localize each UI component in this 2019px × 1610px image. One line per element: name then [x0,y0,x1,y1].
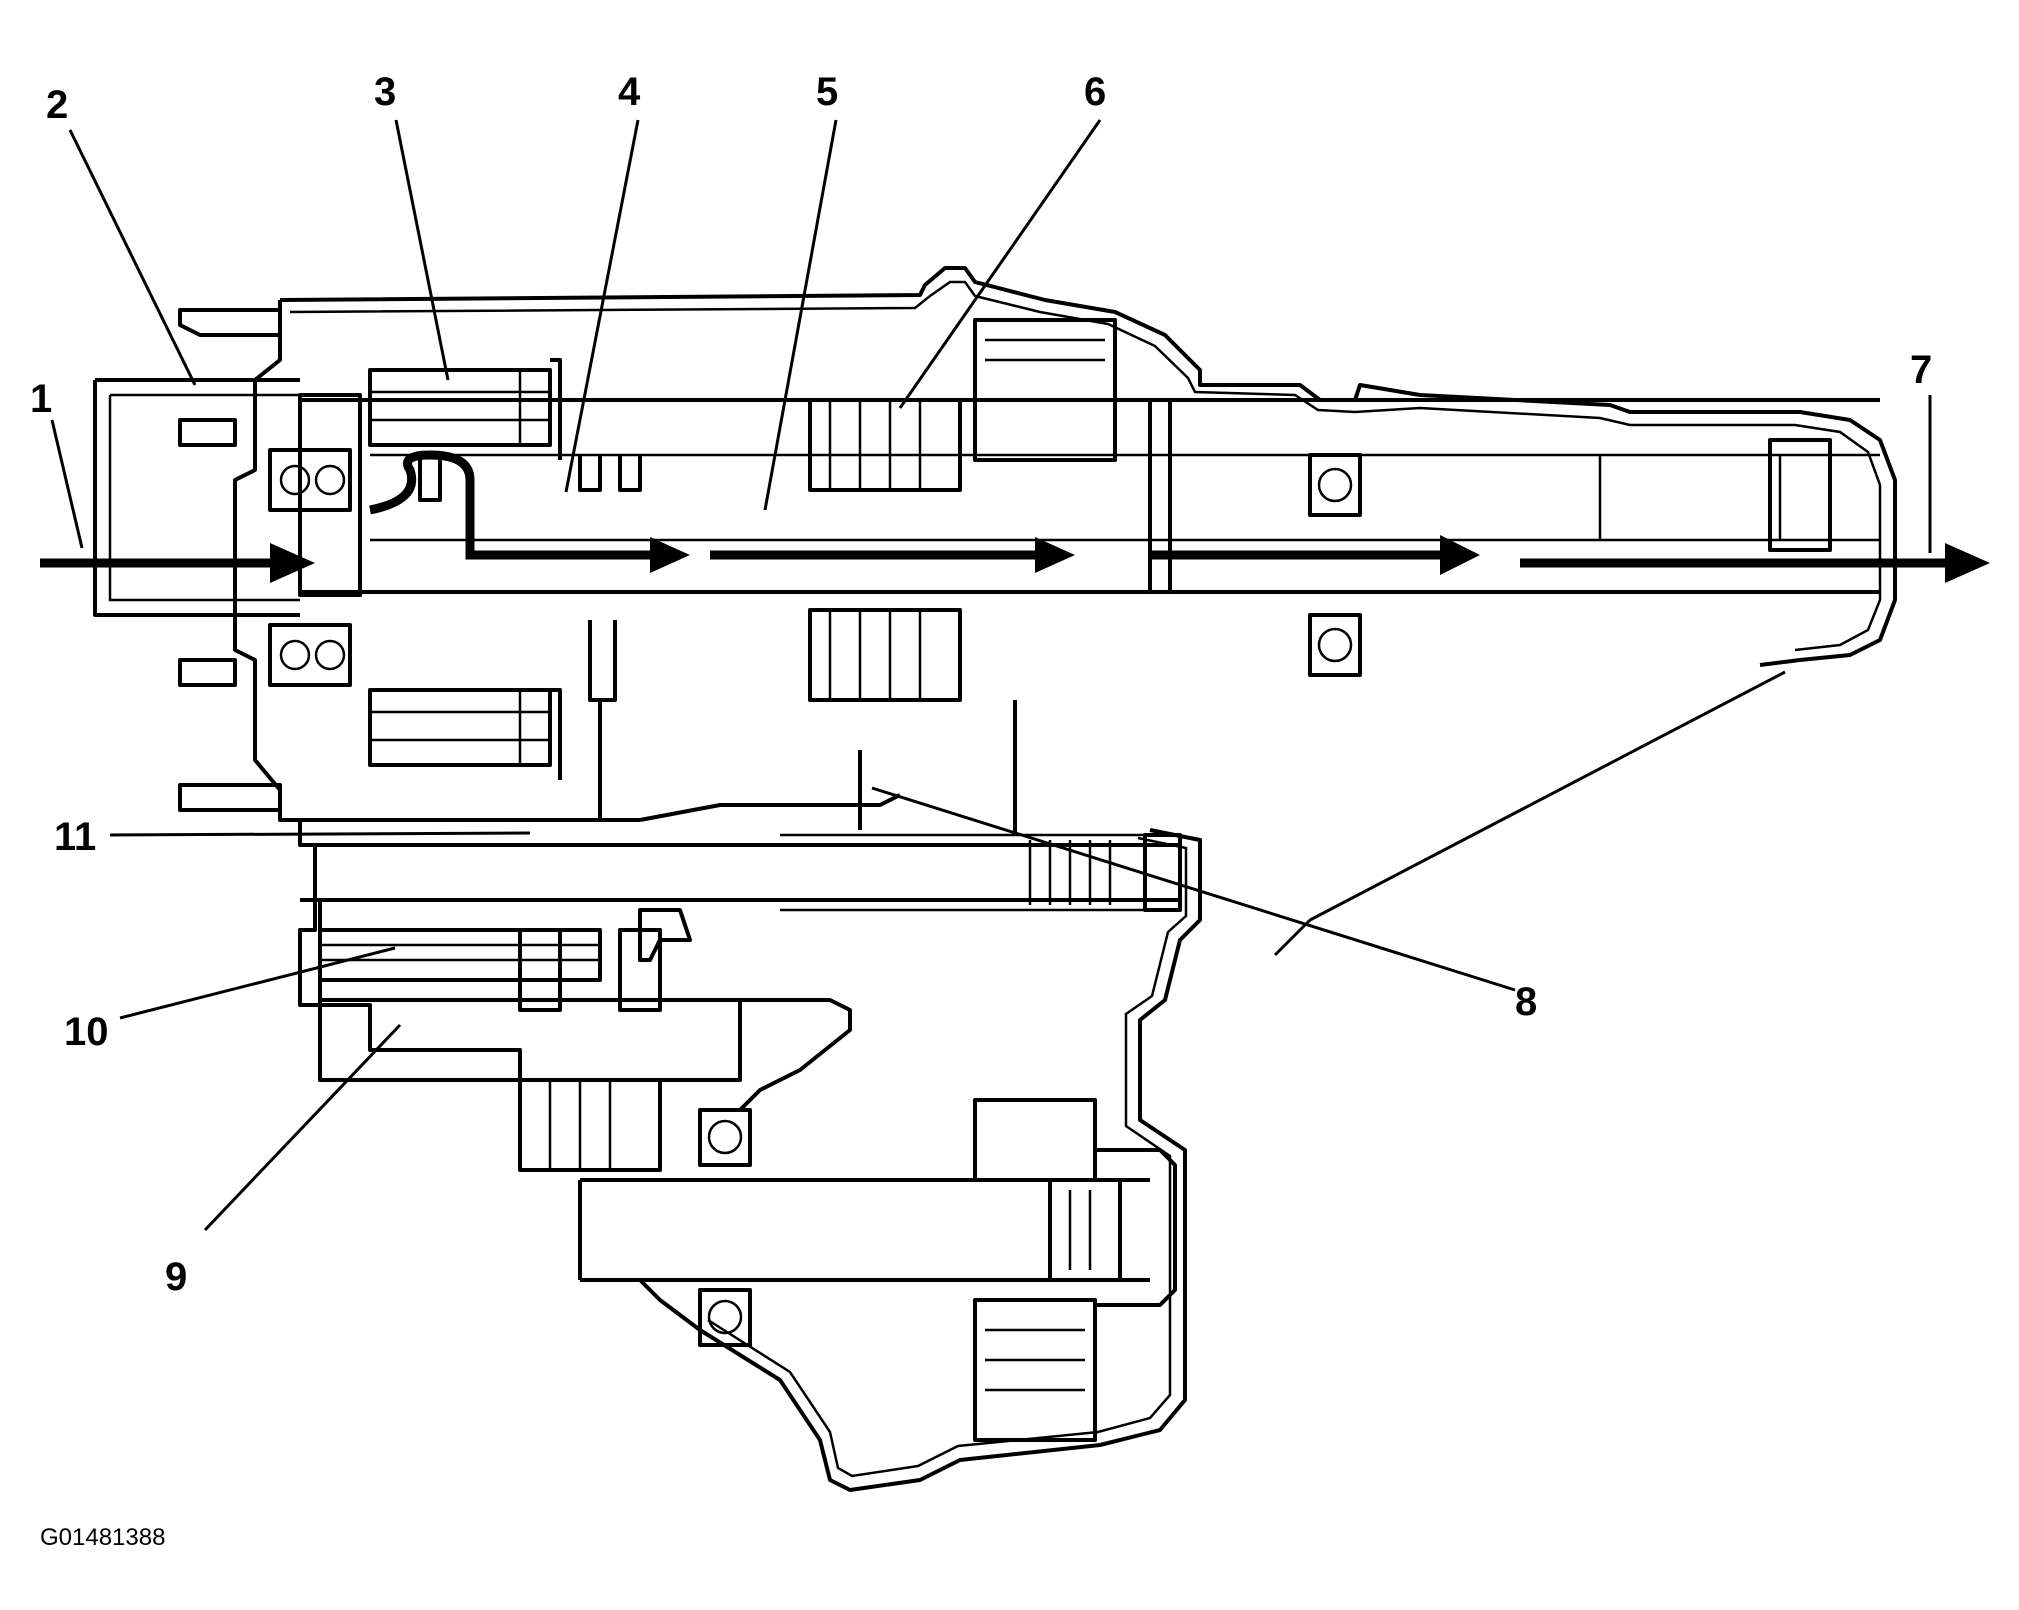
figure-id: G01481388 [40,1524,165,1551]
flow-arrow-input [270,543,315,583]
callout-8: 8 [1515,980,1537,1024]
flow-arrow-mid-1 [650,537,690,573]
callout-5: 5 [816,70,838,114]
flow-arrow-mid-2 [1035,537,1075,573]
range-shift-collar [418,455,642,820]
drive-chain [300,833,1182,912]
callout-2: 2 [46,83,68,127]
clutch-pack [808,318,1117,702]
callout-1: 1 [30,377,52,421]
callout-9: 9 [165,1255,187,1299]
oil-pump [318,928,662,1012]
flow-arrow-mid-3 [1440,535,1480,575]
bearing-output-upper [1308,453,1362,517]
callout-labels: 1 2 3 4 5 6 7 8 9 10 11 [30,70,1932,1299]
planetary-gear-set [368,358,562,780]
bearing-front-output [698,1108,752,1347]
callout-3: 3 [374,70,396,114]
callout-leaders [50,119,1932,1232]
bearing-input-lower [268,623,352,687]
flow-arrow-output [1945,543,1990,583]
bearing-input-upper [268,448,352,512]
transfer-case-housing [93,266,1897,1492]
front-output-shaft [578,1098,1177,1442]
callout-6: 6 [1084,70,1106,114]
pump-housing [318,998,852,1172]
drive-sprocket [638,700,1017,962]
callout-11: 11 [54,815,96,859]
callout-10: 10 [64,1010,109,1054]
callout-4: 4 [618,70,641,114]
callout-7: 7 [1910,348,1932,392]
bearing-output-lower [1308,613,1362,677]
power-flow-path [40,450,1950,568]
